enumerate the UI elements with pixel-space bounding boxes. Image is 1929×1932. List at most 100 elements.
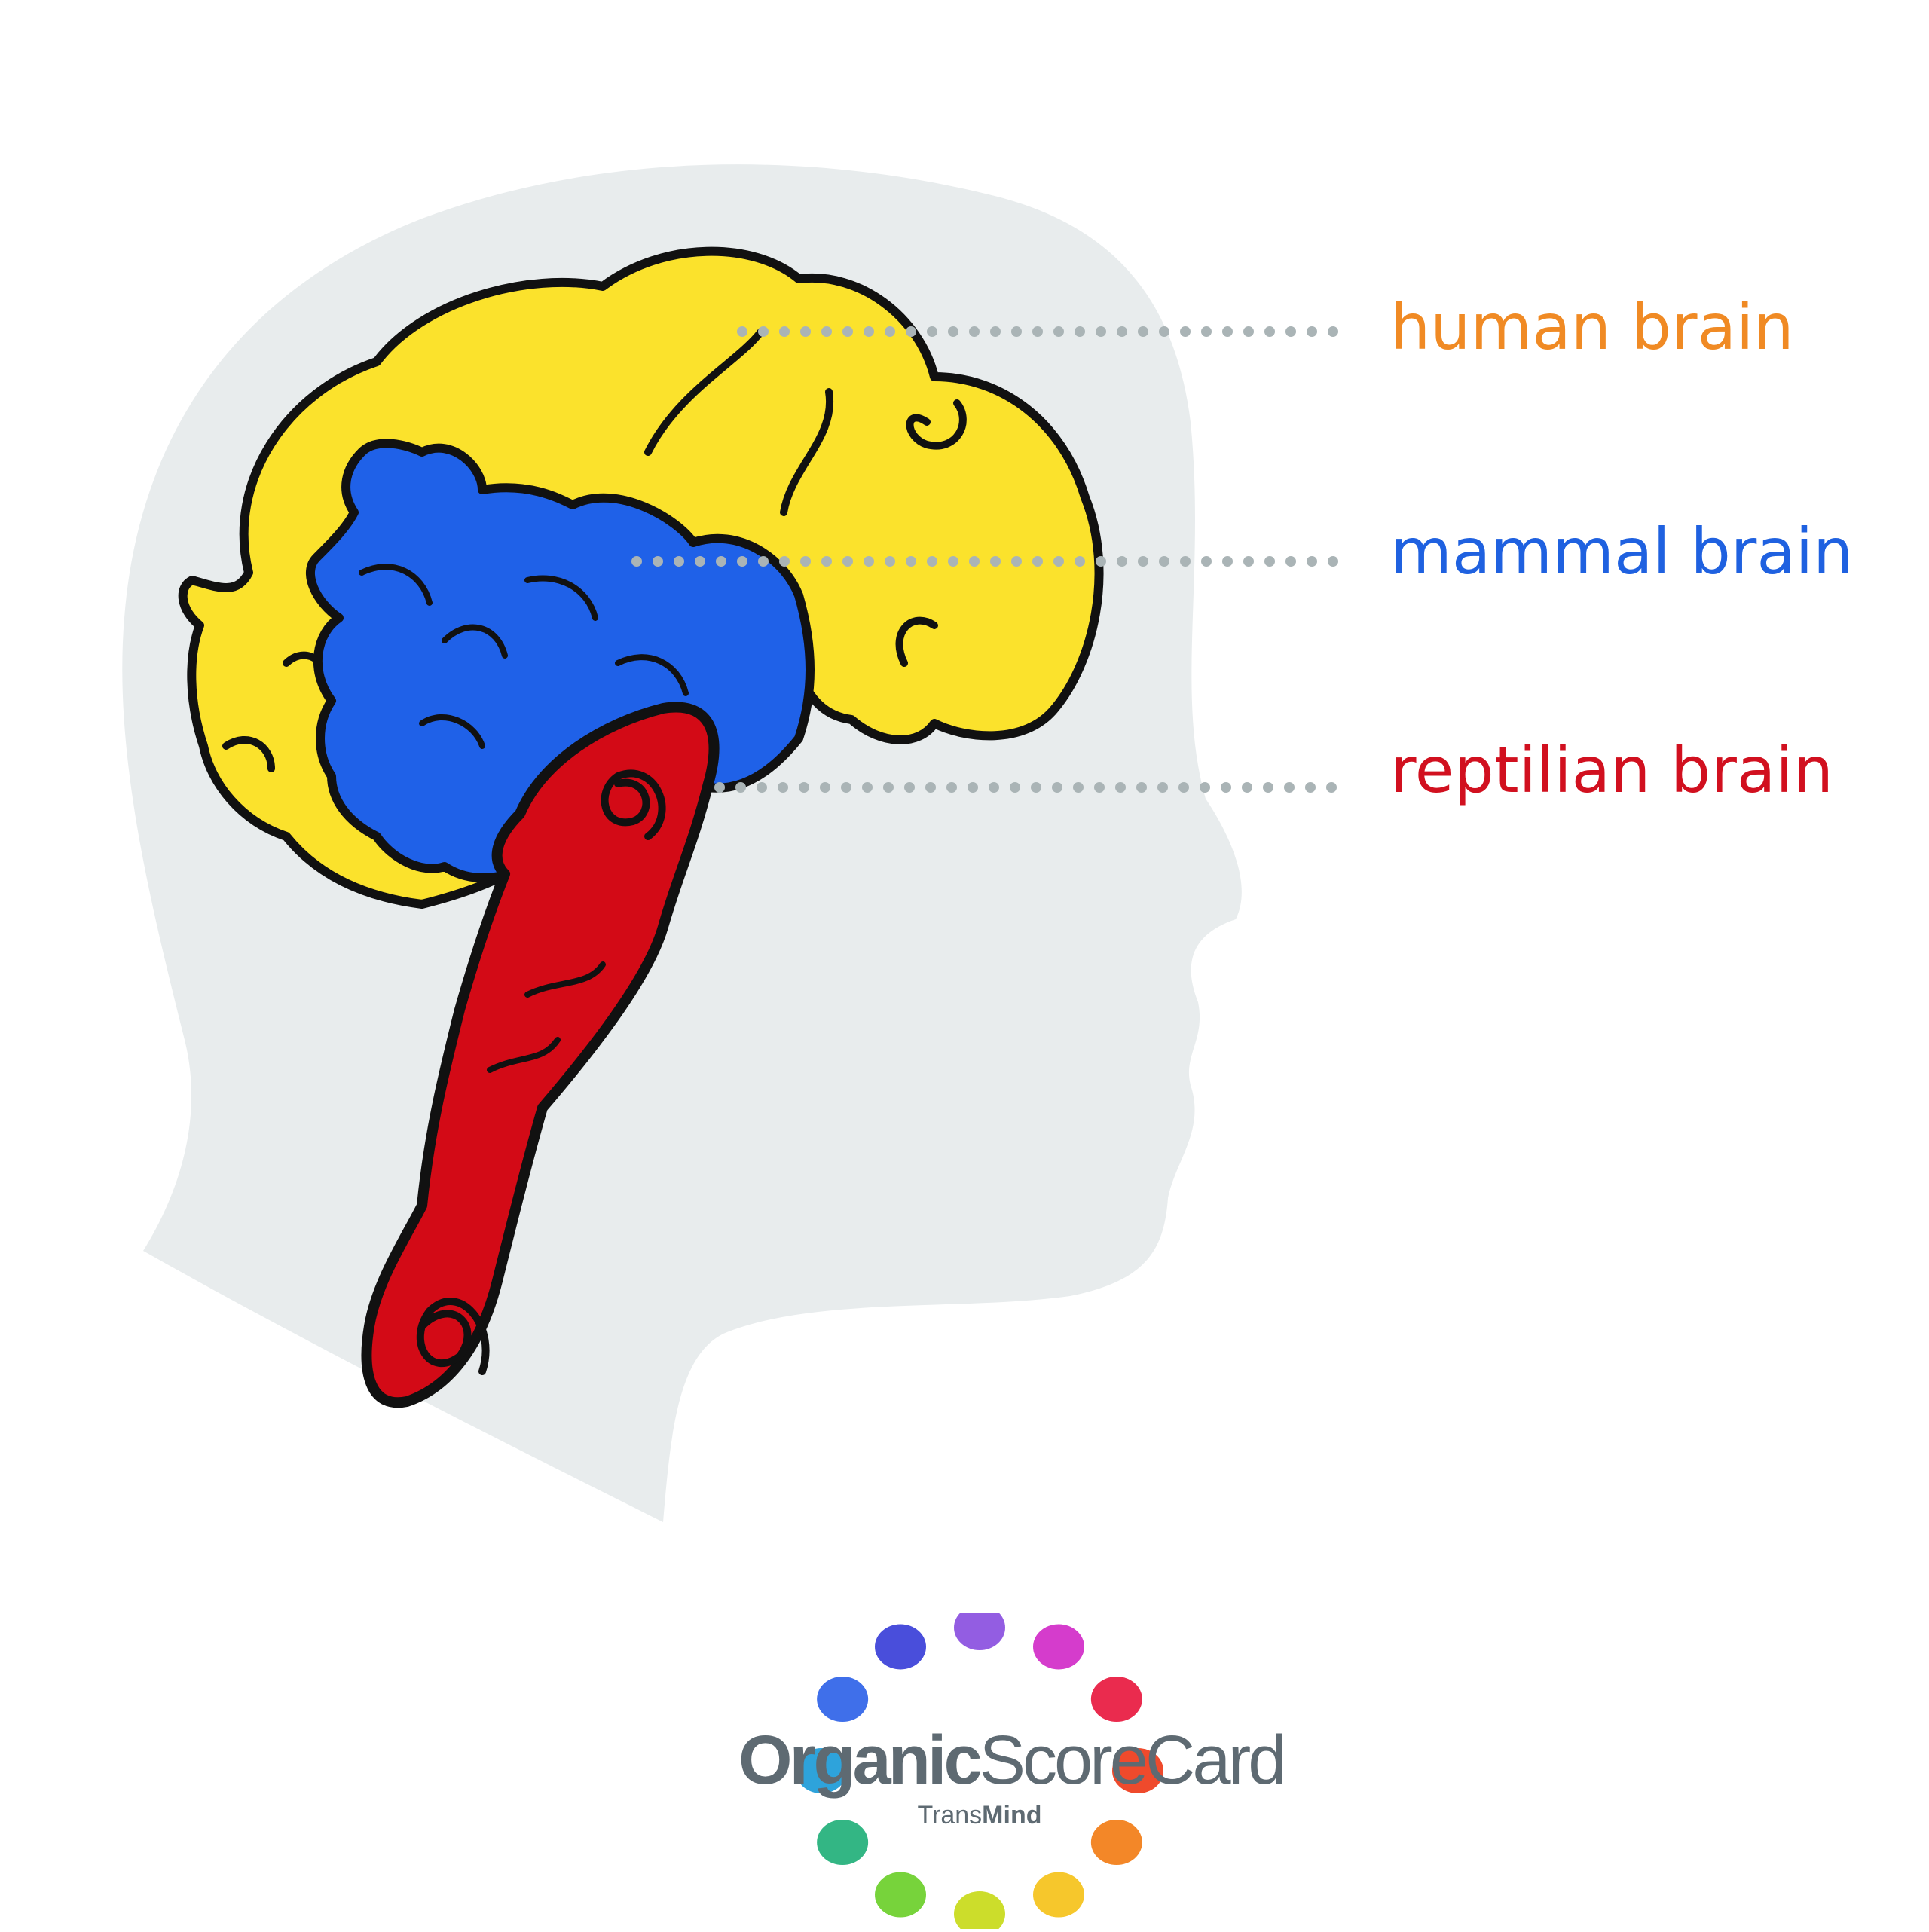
leader-dot — [1180, 326, 1191, 337]
leader-dot — [821, 326, 832, 337]
leader-dot — [927, 326, 937, 337]
leader-dot — [674, 556, 684, 567]
logo-petal — [954, 1605, 1005, 1650]
leader-dot — [906, 556, 916, 567]
leader-dot — [1075, 326, 1085, 337]
leader-dot — [716, 556, 726, 567]
leader-dot — [1115, 782, 1126, 793]
leader-dot — [757, 782, 767, 793]
leader-dot — [1264, 556, 1275, 567]
leader-dot — [799, 782, 809, 793]
leader-dot — [990, 556, 1001, 567]
leader-dot — [1328, 326, 1338, 337]
leader-dot — [1138, 326, 1148, 337]
logo-petal — [1090, 1677, 1142, 1722]
leader-dot — [1157, 782, 1168, 793]
leader-dot — [695, 556, 705, 567]
leader-dot — [758, 556, 769, 567]
leader-dot — [904, 782, 915, 793]
mammal-brain-leader-dots — [631, 556, 1338, 567]
leader-dot — [779, 556, 790, 567]
leader-dot — [1052, 782, 1062, 793]
leader-dot — [1159, 556, 1169, 567]
logo-petal — [1033, 1624, 1084, 1670]
leader-dot — [862, 782, 873, 793]
leader-dot — [1264, 326, 1275, 337]
leader-dot — [1200, 782, 1210, 793]
logo-petal — [817, 1677, 869, 1722]
leader-dot — [842, 556, 853, 567]
leader-dot — [842, 326, 853, 337]
leader-dot — [969, 326, 980, 337]
leader-dot — [1285, 326, 1296, 337]
leader-dot — [714, 782, 725, 793]
leader-dot — [737, 326, 747, 337]
leader-dot — [969, 556, 980, 567]
leader-dot — [1201, 326, 1212, 337]
leader-dot — [1138, 556, 1148, 567]
leader-dot — [1053, 556, 1064, 567]
logo-petal — [875, 1624, 926, 1670]
logo-petal — [954, 1891, 1005, 1932]
leader-dot — [1096, 556, 1106, 567]
leader-dot — [1032, 326, 1043, 337]
leader-dot — [779, 326, 790, 337]
leader-dot — [1263, 782, 1273, 793]
leader-dot — [1075, 556, 1085, 567]
leader-dot — [1094, 782, 1105, 793]
leader-dot — [735, 782, 746, 793]
logo-wordmark: OrganicScoreCard — [738, 1722, 1286, 1799]
leader-dot — [1178, 782, 1189, 793]
leader-dot — [968, 782, 978, 793]
leader-dot — [800, 556, 811, 567]
leader-dot — [906, 326, 916, 337]
leader-dot — [1136, 782, 1147, 793]
leader-dot — [821, 556, 832, 567]
leader-dot — [864, 326, 874, 337]
logo-petal — [1112, 1748, 1163, 1793]
leader-dot — [800, 326, 811, 337]
human-brain-label: human brain — [1390, 290, 1794, 364]
organic-scorecard-logo: OrganicScoreCard TransMind — [738, 1605, 1286, 1932]
leader-dot — [1222, 326, 1233, 337]
leader-dot — [737, 556, 747, 567]
logo-petal — [817, 1820, 869, 1865]
leader-dot — [948, 556, 958, 567]
leader-dot — [885, 556, 895, 567]
reptilian-brain-label: reptilian brain — [1390, 733, 1833, 807]
leader-dot — [1326, 782, 1337, 793]
leader-dot — [820, 782, 830, 793]
leader-dot — [841, 782, 851, 793]
leader-dot — [1096, 326, 1106, 337]
leader-dot — [653, 556, 663, 567]
leader-dot — [927, 556, 937, 567]
leader-dot — [1053, 326, 1064, 337]
leader-dot — [631, 556, 642, 567]
logo-petal — [1090, 1820, 1142, 1865]
human-brain-leader-dots — [737, 326, 1338, 337]
leader-dot — [1073, 782, 1084, 793]
leader-dot — [1243, 326, 1254, 337]
leader-dot — [1307, 556, 1317, 567]
leader-dot — [948, 326, 958, 337]
leader-dot — [1221, 782, 1231, 793]
logo-petal — [875, 1872, 926, 1918]
mammal-brain-label: mammal brain — [1390, 515, 1854, 588]
leader-dot — [778, 782, 788, 793]
leader-dot — [1011, 326, 1022, 337]
leader-dot — [1222, 556, 1233, 567]
leader-dot — [1159, 326, 1169, 337]
leader-dot — [1284, 782, 1295, 793]
leader-dot — [1307, 326, 1317, 337]
leader-dot — [1010, 782, 1020, 793]
leader-dot — [1011, 556, 1022, 567]
logo-ring — [796, 1605, 1163, 1932]
leader-dot — [758, 326, 769, 337]
leader-dot — [1031, 782, 1041, 793]
leader-dot — [1032, 556, 1043, 567]
logo-petal — [1033, 1872, 1084, 1918]
leader-dot — [925, 782, 936, 793]
logo-petal — [796, 1748, 847, 1793]
leader-dot — [989, 782, 999, 793]
